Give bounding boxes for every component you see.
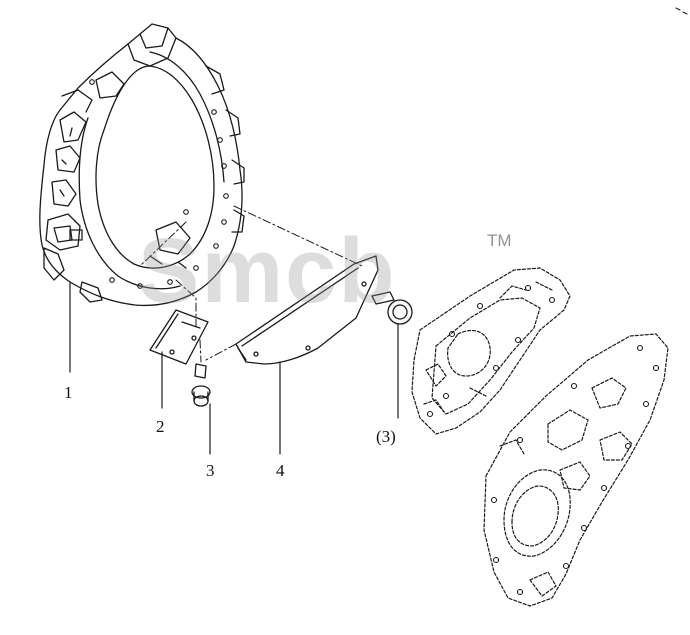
callout-part-3-ref: (3) xyxy=(376,427,396,446)
watermark-trademark: TM xyxy=(487,231,512,250)
gear-housing-holes xyxy=(426,284,556,418)
shield-plate xyxy=(235,255,379,365)
corner-mark xyxy=(675,7,688,15)
bolt-washer xyxy=(191,363,211,407)
timing-gear-cover xyxy=(483,333,669,607)
gear-housing xyxy=(411,267,571,435)
inspection-cover-plate xyxy=(149,309,209,365)
callout-part-1: 1 xyxy=(64,383,73,402)
callout-part-4: 4 xyxy=(276,461,285,480)
callout-part-3: 3 xyxy=(206,461,215,480)
assembly-lines xyxy=(139,205,363,363)
watermark-brand: Smcb xyxy=(138,220,397,322)
flywheel-housing xyxy=(39,23,245,307)
callout-part-2: 2 xyxy=(156,417,165,436)
timing-cover-holes xyxy=(490,344,660,596)
leader-lines xyxy=(69,281,399,455)
timing-cover-bolt xyxy=(371,291,413,325)
